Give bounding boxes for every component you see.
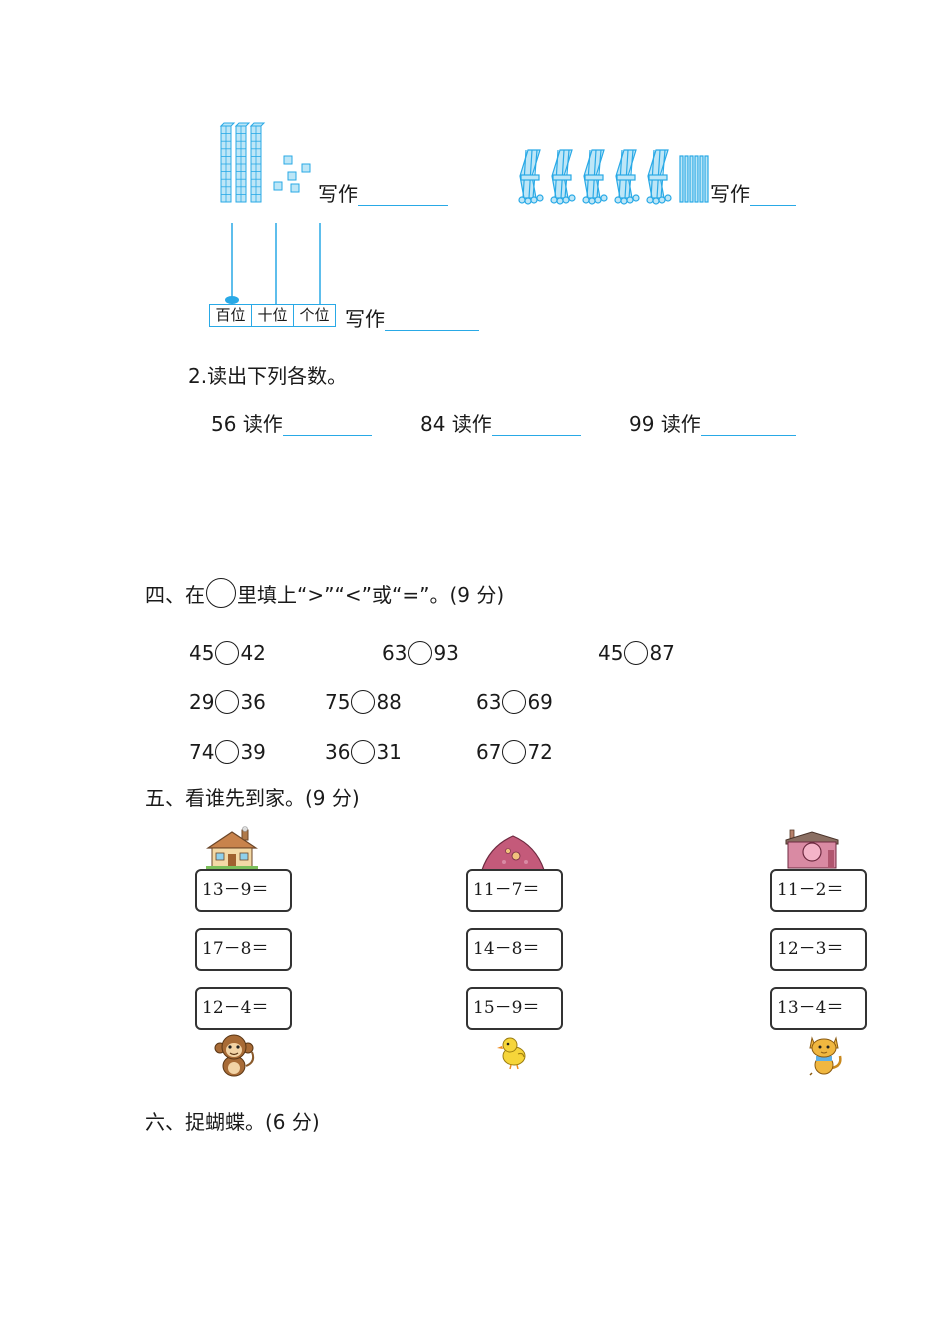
place-value-table: 百位 十位 个位 — [209, 304, 336, 327]
read-label-3: 读作 — [660, 412, 701, 436]
base-ten-blocks-icon — [219, 122, 311, 203]
cat-icon — [809, 1036, 842, 1076]
read-answer-blank-3[interactable] — [700, 415, 796, 436]
stick-bundles-icon — [518, 149, 709, 205]
equation-box[interactable]: 11－2＝ — [770, 869, 867, 912]
section-4-title-after: 里填上“>”“<”或“=”。(9 分) — [237, 583, 505, 607]
compare-circle[interactable] — [351, 740, 376, 764]
compare-circle[interactable] — [351, 690, 376, 714]
read-label-1: 读作 — [242, 412, 283, 436]
abacus-answer-blank[interactable] — [385, 310, 479, 331]
abacus-write-label: 写作 — [345, 307, 385, 331]
read-answer-blank-1[interactable] — [282, 415, 372, 436]
equation-box[interactable]: 12－4＝ — [195, 987, 292, 1030]
read-item-2: 84 读作 — [420, 412, 581, 436]
read-number-2: 84 — [420, 412, 446, 436]
section-4-title: 四、在 里填上“>”“<”或“=”。(9 分) — [145, 578, 504, 608]
equation-box[interactable]: 12－3＝ — [770, 928, 867, 971]
read-number-3: 99 — [629, 412, 655, 436]
equation-box[interactable]: 17－8＝ — [195, 928, 292, 971]
compare-circle[interactable] — [215, 690, 240, 714]
read-item-1: 56 读作 — [211, 412, 372, 436]
read-answer-blank-2[interactable] — [491, 415, 581, 436]
place-ones: 个位 — [293, 304, 336, 327]
section-4-title-before: 四、在 — [145, 583, 205, 607]
equation-box[interactable]: 11－7＝ — [466, 869, 563, 912]
compare-circle[interactable] — [215, 740, 240, 764]
equation-box[interactable]: 14－8＝ — [466, 928, 563, 971]
equation-box[interactable]: 15－9＝ — [466, 987, 563, 1030]
cottage-icon — [785, 829, 839, 869]
blocks-answer-blank[interactable] — [358, 185, 448, 206]
bundles-answer-blank[interactable] — [750, 185, 796, 206]
compare-circle[interactable] — [624, 641, 649, 665]
compare-circle[interactable] — [408, 641, 433, 665]
house-icon — [206, 826, 258, 869]
equation-box[interactable]: 13－9＝ — [195, 869, 292, 912]
equation-box[interactable]: 13－4＝ — [770, 987, 867, 1030]
blocks-write-label: 写作 — [318, 182, 358, 206]
circle-icon — [206, 578, 236, 608]
section-5-title: 五、看谁先到家。(9 分) — [145, 786, 360, 810]
compare-circle[interactable] — [502, 740, 527, 764]
read-number-1: 56 — [211, 412, 237, 436]
compare-circle[interactable] — [502, 690, 527, 714]
compare-circle[interactable] — [215, 641, 240, 665]
bundles-write-label: 写作 — [710, 182, 750, 206]
read-item-3: 99 读作 — [629, 412, 796, 436]
q2-title: 2.读出下列各数。 — [188, 364, 348, 388]
read-label-2: 读作 — [451, 412, 492, 436]
monkey-icon — [214, 1034, 255, 1077]
mushroom-house-icon — [481, 835, 545, 871]
place-tens: 十位 — [251, 304, 294, 327]
section-6-title: 六、捉蝴蝶。(6 分) — [145, 1110, 320, 1134]
abacus-icon — [225, 223, 321, 304]
place-hundreds: 百位 — [209, 304, 252, 327]
chick-icon — [497, 1037, 526, 1070]
